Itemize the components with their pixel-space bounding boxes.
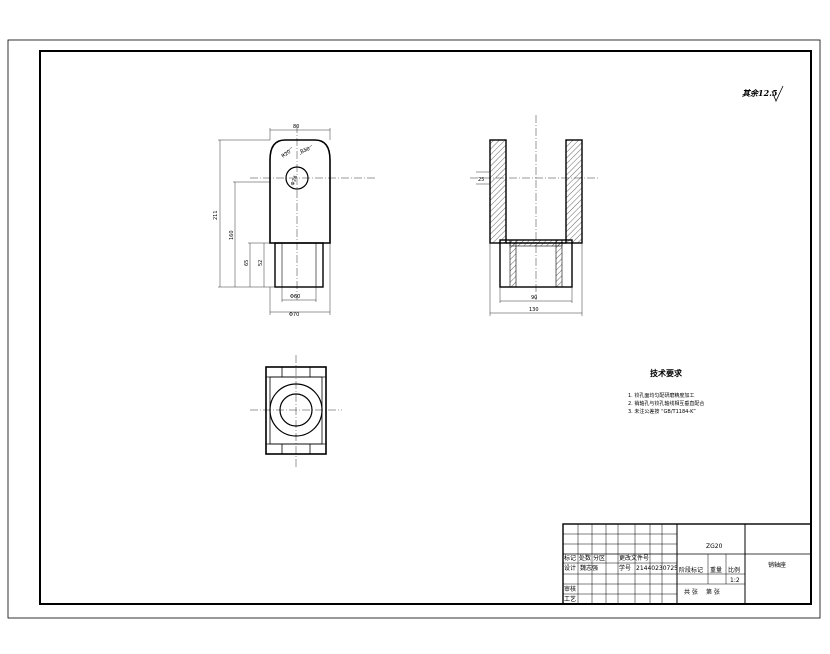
tb-label-mark: 标记 [564, 554, 576, 562]
tb-label-zone: 分区 [593, 554, 605, 562]
tb-label-design: 设计 [564, 564, 576, 572]
tb-sheets: 共 张 [684, 588, 698, 596]
drawing-frame [39, 50, 812, 605]
tb-label-change: 更改文件号 [619, 554, 649, 562]
dim-side-slot: 25 [478, 177, 484, 183]
dim-r-top: R20 [281, 149, 293, 160]
front-view [218, 125, 375, 315]
roughness-symbol [771, 85, 784, 103]
dim-side-total: 130 [529, 307, 539, 313]
tb-sheet: 第 张 [706, 588, 720, 596]
tb-label-count: 处数 [579, 554, 591, 562]
tb-part-name: ZG20 [706, 543, 723, 550]
tb-label-scale: 比例 [728, 566, 740, 574]
dim-side-gap: 90 [531, 295, 537, 301]
tb-label-review: 审核 [564, 585, 576, 593]
tb-role: 学号 [619, 564, 631, 572]
tb-label-weight: 重量 [710, 566, 722, 574]
tb-drawing-no: 销轴座 [768, 561, 786, 569]
dim-neck-h2: 52 [258, 260, 264, 266]
tb-label-process: 工艺 [564, 595, 576, 603]
dim-neck-w: Φ60 [290, 294, 300, 300]
roughness-note: 其余12.5 [742, 88, 778, 98]
side-section-view [470, 115, 600, 316]
dim-top-width: 80 [293, 124, 299, 130]
dim-hole-dia: Φ24 [290, 175, 299, 187]
tb-designer: 魏志强 [580, 564, 598, 572]
dim-body-h: 160 [229, 230, 235, 240]
top-view [250, 355, 342, 468]
tb-student-no: 21440230725 [636, 565, 678, 572]
dim-total-h: 211 [213, 210, 219, 220]
dim-r-hole: R50 [300, 146, 311, 155]
dim-base-w: Φ70 [289, 312, 299, 318]
dim-neck-h: 65 [244, 260, 250, 266]
tech-title: 技术要求 [650, 368, 683, 378]
tech-item-3: 3. 未注公差按 “GB/T1184-K” [628, 408, 696, 415]
tech-item-1: 1. 铰孔面均匀配研磨精度加工 [628, 392, 694, 399]
tech-item-2: 2. 销轴孔与铰孔轴线相互垂直配合 [628, 400, 704, 407]
tb-scale: 1:2 [730, 577, 740, 584]
title-block [562, 523, 812, 605]
sheet-border [7, 39, 821, 619]
tb-label-stage: 阶段标记 [679, 566, 703, 574]
